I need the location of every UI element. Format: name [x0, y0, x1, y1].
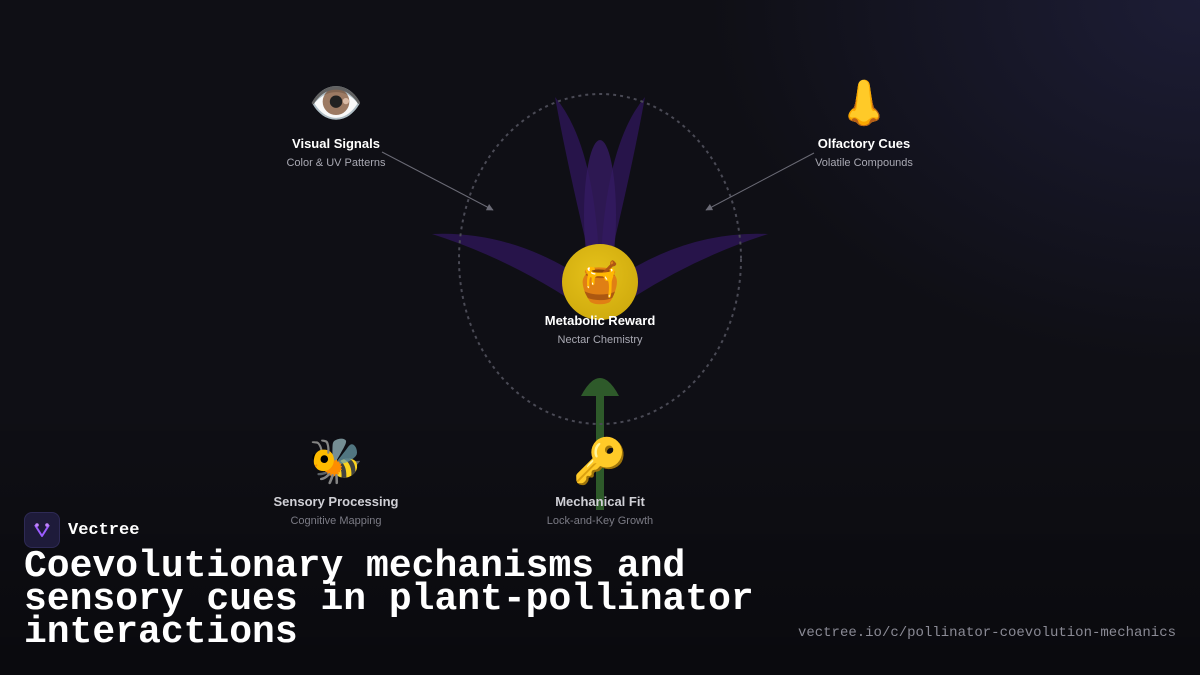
- node-title: Metabolic Reward: [544, 313, 656, 328]
- node-sensory-processing: 🐝 Sensory Processing Cognitive Mapping: [226, 436, 446, 527]
- node-mechanical-fit: 🔑 Mechanical Fit Lock-and-Key Growth: [490, 436, 710, 527]
- node-subtitle: Cognitive Mapping: [290, 515, 382, 527]
- node-olfactory-cues: 👃 Olfactory Cues Volatile Compounds: [754, 78, 974, 169]
- arrow-visual-to-flower: [381, 151, 494, 211]
- arrow-olfactory-to-flower: [705, 152, 815, 211]
- node-metabolic-reward: Metabolic Reward Nectar Chemistry: [490, 307, 710, 346]
- node-subtitle: Lock-and-Key Growth: [546, 515, 654, 527]
- node-visual-signals: 👁️ Visual Signals Color & UV Patterns: [226, 78, 446, 169]
- eye-icon: 👁️: [308, 79, 364, 128]
- honey-pot-icon: 🍯: [562, 244, 638, 320]
- node-subtitle: Volatile Compounds: [815, 157, 913, 169]
- bee-icon: 🐝: [308, 437, 364, 486]
- page-title: Coevolutionary mechanisms and sensory cu…: [24, 545, 754, 654]
- brand[interactable]: Vectree: [24, 512, 139, 548]
- flower-leaf: [581, 378, 619, 396]
- node-subtitle: Nectar Chemistry: [557, 334, 643, 346]
- brand-name: Vectree: [68, 520, 140, 540]
- node-title: Mechanical Fit: [555, 494, 645, 509]
- key-icon: 🔑: [572, 437, 628, 486]
- node-subtitle: Color & UV Patterns: [286, 157, 386, 169]
- node-title: Visual Signals: [292, 136, 380, 151]
- node-title: Olfactory Cues: [817, 136, 911, 151]
- node-title: Sensory Processing: [273, 494, 399, 509]
- nose-icon: 👃: [836, 79, 892, 128]
- page-url[interactable]: vectree.io/c/pollinator-coevolution-mech…: [797, 625, 1176, 641]
- vectree-logo-icon: [24, 512, 60, 548]
- honey-pot-emoji: 🍯: [575, 260, 625, 305]
- cycle-ring: [458, 93, 742, 425]
